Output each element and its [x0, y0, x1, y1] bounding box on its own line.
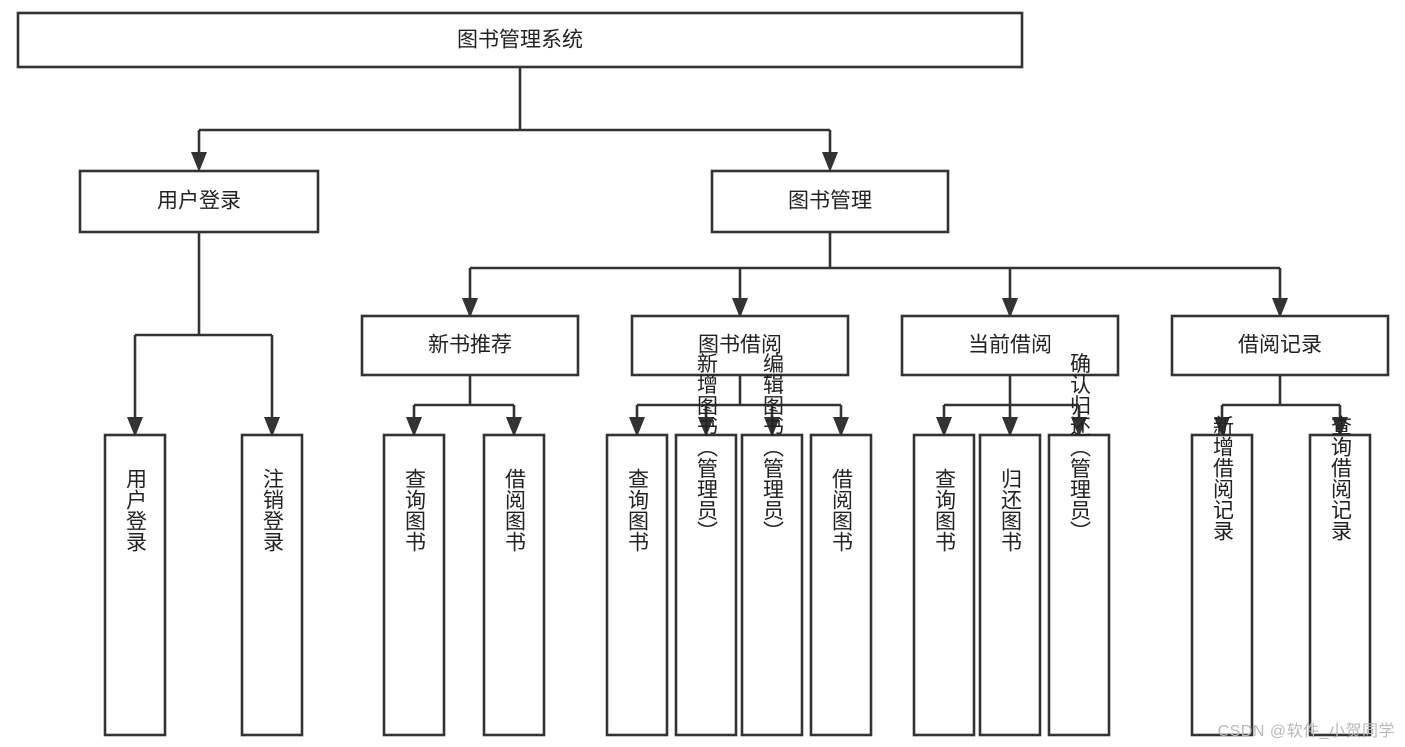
node-leaf-borrow-book-label: 借阅图书 [830, 468, 854, 552]
node-leaf-query-borrow-record[interactable]: 查询借阅记录 [1308, 415, 1372, 737]
node-leaf-query-borrow-record-label: 查询借阅记录 [1329, 415, 1353, 541]
node-leaf-borrow-book[interactable]: 借阅图书 [809, 433, 873, 737]
node-leaf-add-book-admin[interactable]: 新增图书（管理员） [674, 353, 738, 737]
node-book-borrow-label: 图书借阅 [698, 334, 782, 357]
node-leaf-recommend-query-book[interactable]: 查询图书 [382, 433, 446, 737]
node-leaf-return-book-label: 归还图书 [999, 468, 1023, 552]
connector-newbook-to-leaves [406, 375, 522, 437]
node-leaf-edit-book-admin-label: 编辑图书（管理员） [761, 353, 785, 542]
node-leaf-borrow-query-book[interactable]: 查询图书 [605, 433, 669, 737]
node-new-book-recommend-label: 新书推荐 [428, 334, 512, 357]
node-book-management[interactable]: 图书管理 [710, 169, 950, 234]
node-leaf-return-book[interactable]: 归还图书 [978, 433, 1042, 737]
node-leaf-logout[interactable]: 注销登录 [240, 433, 304, 737]
node-leaf-confirm-return-admin-label: 确认归还（管理员） [1068, 353, 1092, 542]
node-borrow-record-label: 借阅记录 [1238, 334, 1322, 357]
node-leaf-add-book-admin-label: 新增图书（管理员） [695, 353, 719, 542]
connector-userlogin-to-leaves [127, 232, 280, 437]
node-book-borrow[interactable]: 图书借阅 [630, 314, 850, 377]
node-leaf-current-query-book-label: 查询图书 [933, 468, 957, 552]
node-leaf-add-borrow-record-label: 新增借阅记录 [1211, 415, 1235, 541]
node-leaf-confirm-return-admin[interactable]: 确认归还（管理员） [1047, 353, 1111, 737]
node-book-management-label: 图书管理 [788, 190, 872, 213]
node-leaf-logout-label: 注销登录 [261, 468, 285, 552]
node-leaf-recommend-borrow-book[interactable]: 借阅图书 [482, 433, 546, 737]
connector-borrowrecord-to-leaves [1214, 375, 1348, 437]
connector-currentborrow-to-leaves [936, 375, 1087, 437]
node-leaf-user-login-label: 用户登录 [124, 468, 148, 552]
node-leaf-edit-book-admin[interactable]: 编辑图书（管理员） [740, 353, 804, 737]
connector-root-to-level2 [191, 67, 838, 172]
node-user-login[interactable]: 用户登录 [78, 169, 320, 234]
node-leaf-user-login[interactable]: 用户登录 [103, 433, 167, 737]
node-root-label: 图书管理系统 [457, 29, 583, 52]
node-root-system[interactable]: 图书管理系统 [16, 11, 1024, 69]
node-current-borrow-label: 当前借阅 [968, 334, 1052, 357]
node-current-borrow[interactable]: 当前借阅 [900, 314, 1120, 377]
node-new-book-recommend[interactable]: 新书推荐 [360, 314, 580, 377]
node-leaf-recommend-query-book-label: 查询图书 [403, 468, 427, 552]
connector-bookmgmt-to-level3 [462, 232, 1288, 318]
connector-bookborrow-to-leaves [629, 375, 849, 437]
node-borrow-record[interactable]: 借阅记录 [1170, 314, 1390, 377]
node-leaf-borrow-query-book-label: 查询图书 [626, 468, 650, 552]
node-user-login-label: 用户登录 [157, 190, 241, 213]
node-leaf-current-query-book[interactable]: 查询图书 [912, 433, 976, 737]
node-leaf-add-borrow-record[interactable]: 新增借阅记录 [1190, 415, 1254, 737]
node-leaf-recommend-borrow-book-label: 借阅图书 [503, 468, 527, 552]
